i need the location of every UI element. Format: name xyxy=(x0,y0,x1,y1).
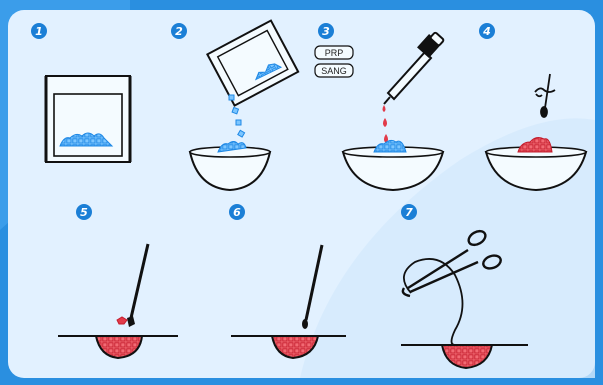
step-badge-6: 6 xyxy=(229,204,245,220)
tube-label-text: PRP xyxy=(325,48,344,58)
step-badge-7: 7 xyxy=(401,204,417,220)
step-1-granule-container xyxy=(46,76,130,162)
step-badge-3: 3 xyxy=(318,23,334,39)
step-badge-4: 4 xyxy=(479,23,495,39)
step-badge-5: 5 xyxy=(76,204,92,220)
step-number: 4 xyxy=(482,25,491,38)
step-badge-2: 2 xyxy=(171,23,187,39)
step-number: 1 xyxy=(35,25,43,38)
step-number: 6 xyxy=(233,206,241,219)
step-number: 3 xyxy=(322,25,330,38)
tube-label-prp: PRP xyxy=(315,46,353,59)
tube-label-text: SANG xyxy=(321,66,347,76)
step-number: 5 xyxy=(80,206,88,219)
step-number: 2 xyxy=(175,25,183,38)
tube-label-sang: SANG xyxy=(315,64,353,77)
step-badge-1: 1 xyxy=(31,23,47,39)
step-number: 7 xyxy=(405,206,413,219)
